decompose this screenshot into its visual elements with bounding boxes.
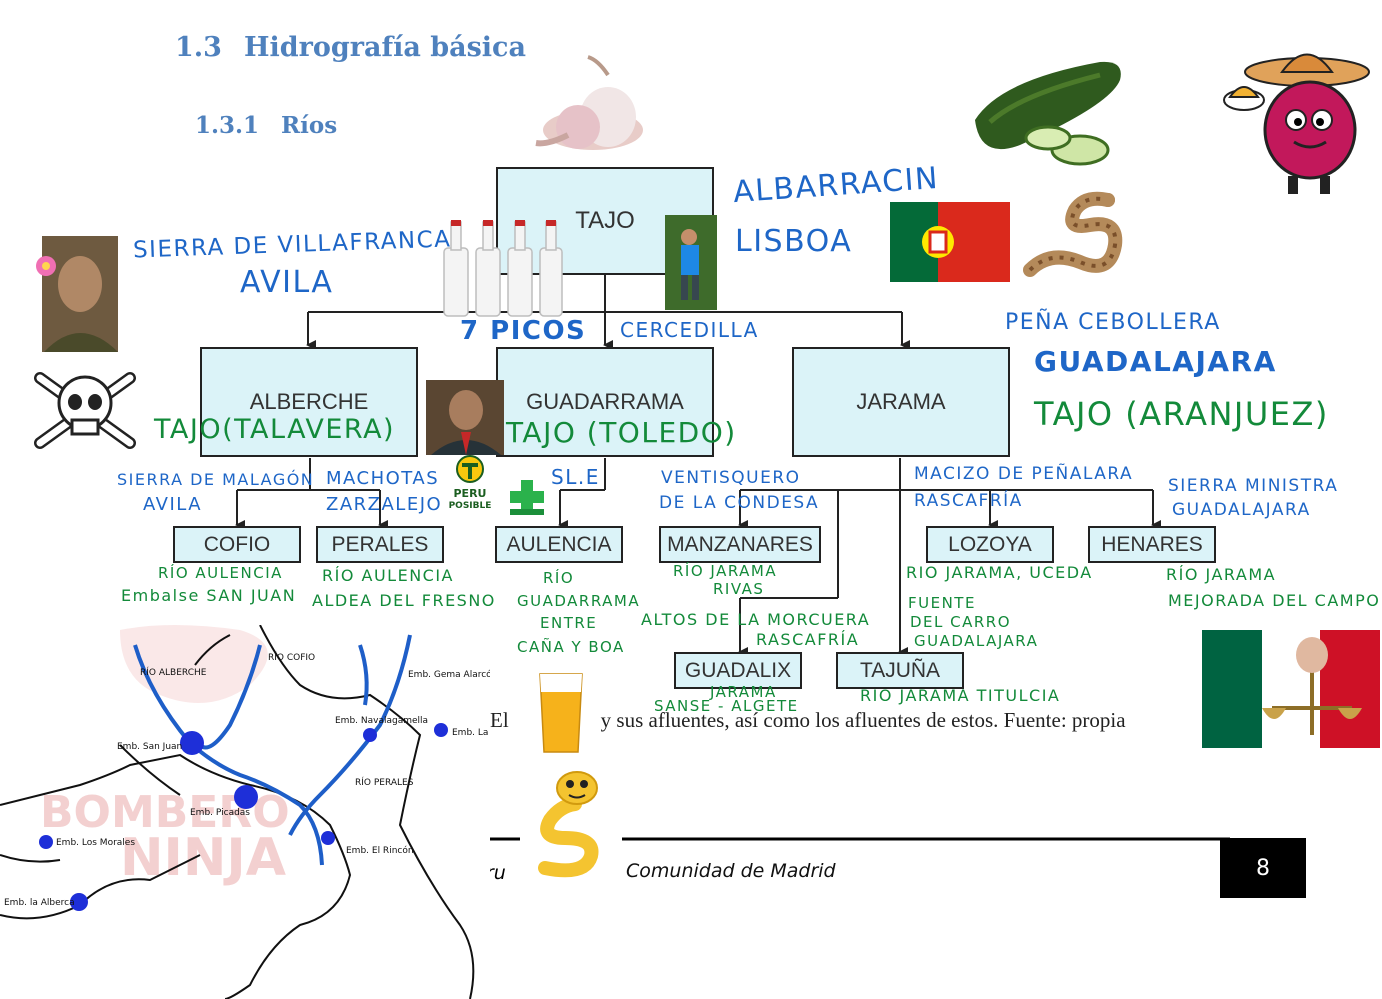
footer-left-text: ru [486,862,506,884]
note-altos-morcuera: ALTOS DE LA MORCUERA [641,610,871,629]
note-fuente-carro-3: GUADALAJARA [914,632,1039,650]
note-lisboa: LISBOA [735,224,853,259]
section-heading: 1.3 Hidrografía básica [175,32,526,63]
section-title: Hidrografía básica [243,32,526,63]
node-aulencia: AULENCIA [495,526,623,563]
note-fuente-carro-2: DEL CARRO [910,613,1012,631]
subsection-heading: 1.3.1 Ríos [195,112,337,139]
note-rio-guadarrama-2: GUADARRAMA [517,592,641,610]
section-number: 1.3 [175,32,222,63]
river-map-image: BOMBERO NINJA RÍO ALBERCHE RÍO COFIO RÍO… [0,625,490,999]
node-lozoya: LOZOYA [926,526,1054,563]
map-label-emb-san-juan: Emb. San Juan [117,742,182,752]
node-alberche: ALBERCHE [200,347,418,457]
node-henares: HENARES [1088,526,1216,563]
skull-crossbones-icon [34,372,136,449]
note-rascafria-top: RASCAFRÍA [914,491,1023,511]
note-rio-jarama-titulcia: RIO JARAMA TITULCIA [860,686,1061,705]
note-rio-guadarrama-1: RÍO [543,569,575,587]
peru-posible-text-2: POSIBLE [449,501,492,511]
portrait-man-image [36,236,118,352]
node-tajuna: TAJUÑA [836,652,964,689]
note-tajo-talavera: TAJO(TALAVERA) [154,414,396,445]
portrait-suit-image [426,380,504,455]
subsection-number: 1.3.1 [195,112,260,139]
map-label-emb-los-morales: Emb. Los Morales [56,838,135,848]
footer-rule [490,837,1230,841]
page-number: 8 [1220,838,1306,898]
note-rio-guadarrama-4: CAÑA Y BOA [517,638,625,656]
note-ventisquero: VENTISQUERO [661,468,801,488]
figure-caption: El y sus afluentes, así como los afluente… [490,708,1126,733]
note-jarama-sanse-2: SANSE - ALGETE [654,697,799,715]
onion-mascot-image [1223,53,1370,194]
map-label-emb-la-alberca: Emb. la Alberca [4,898,75,908]
node-manzanares: MANZANARES [659,526,821,563]
note-de-la-condesa: DE LA CONDESA [659,493,820,513]
note-rascafria-low: RASCAFRÍA [756,630,860,649]
map-label-rio-perales: RÍO PERALES [355,776,414,788]
note-aldea-fresno: ALDEA DEL FRESNO [312,591,496,610]
snake-image [1023,191,1123,277]
subsection-title: Ríos [281,112,338,139]
note-rio-jarama-rivas-1: RÍO JARAMA [673,562,778,580]
map-label-rio-cofio: RÍO COFIO [268,651,315,663]
note-rio-jarama-mejorada-2: MEJORADA DEL CAMPO [1168,591,1381,610]
mexico-flag-scale-image [1202,630,1380,748]
note-sle: SL.E [551,465,600,489]
note-rio-jarama-mejorada-1: RÍO JARAMA [1166,565,1277,584]
caption-start: El [490,708,509,732]
note-machotas: MACHOTAS [326,468,440,489]
person-photo-image [665,215,717,310]
note-rio-jarama-uceda: RIO JARAMA, UCEDA [906,563,1093,582]
node-guadalix: GUADALIX [674,652,802,689]
note-avila-mid: AVILA [143,494,203,515]
note-cercedilla: CERCEDILLA [620,318,759,342]
note-fuente-carro-1: FUENTE [908,594,976,612]
note-macizo-penalara: MACIZO DE PEÑALARA [914,464,1134,484]
map-label-emb-navalagamella: Emb. Navalagamella [335,716,428,726]
note-siete-picos: 7 PICOS [460,316,587,346]
footer-title: Comunidad de Madrid [626,860,836,882]
note-sierra-ministra: SIERRA MINISTRA [1168,476,1339,496]
note-zarzalejo: ZARZALEJO [326,494,443,515]
note-guadalajara-mid: GUADALAJARA [1172,500,1311,520]
note-rio-aulencia-2: RÍO AULENCIA [322,566,454,585]
note-rio-guadarrama-3: ENTRE [540,614,598,632]
cartoon-snake-image [538,771,599,878]
liquor-bottles-image [443,220,563,317]
map-label-emb-picadas: Emb. Picadas [190,808,250,818]
peru-posible-text-1: PERU [454,487,487,500]
peru-posible-logo: PERU POSIBLE [449,455,492,511]
note-guadalajara-top: GUADALAJARA [1034,345,1277,378]
map-label-emb-gema-alarcon: Emb. Gema Alarcón [408,669,490,680]
map-label-emb-el-rincon: Emb. El Rincón [346,845,414,856]
zucchini-image [975,61,1121,166]
note-embalse-san-juan: Embalse SAN JUAN [121,586,297,605]
node-jarama: JARAMA [792,347,1010,457]
node-guadarrama: GUADARRAMA [496,347,714,457]
note-avila-top: AVILA [240,265,334,300]
note-sierra-malagon: SIERRA DE MALAGÓN [117,470,315,489]
garlic-image [535,55,643,150]
map-watermark-line-2: NINJA [120,828,286,888]
note-tajo-toledo: TAJO (TOLEDO) [506,416,737,449]
note-rio-aulencia-1: RÍO AULENCIA [158,564,283,582]
caption-end: y sus afluentes, así como los afluentes … [600,708,1126,732]
note-jarama-sanse-1: JARAMA [710,683,777,701]
node-perales: PERALES [316,526,444,563]
map-label-rio-alberche: RÍO ALBERCHE [140,666,207,678]
note-rio-jarama-rivas-2: RIVAS [713,580,765,598]
note-pena-cebollera: PEÑA CEBOLLERA [1005,310,1221,335]
map-label-emb-la-cepilla: Emb. La Cepilla [452,728,490,738]
green-cross-icon [510,480,544,515]
node-cofio: COFIO [173,526,301,563]
portugal-flag-icon [888,200,1012,286]
beer-glass-image [539,673,583,753]
note-tajo-aranjuez: TAJO (ARANJUEZ) [1034,395,1329,433]
